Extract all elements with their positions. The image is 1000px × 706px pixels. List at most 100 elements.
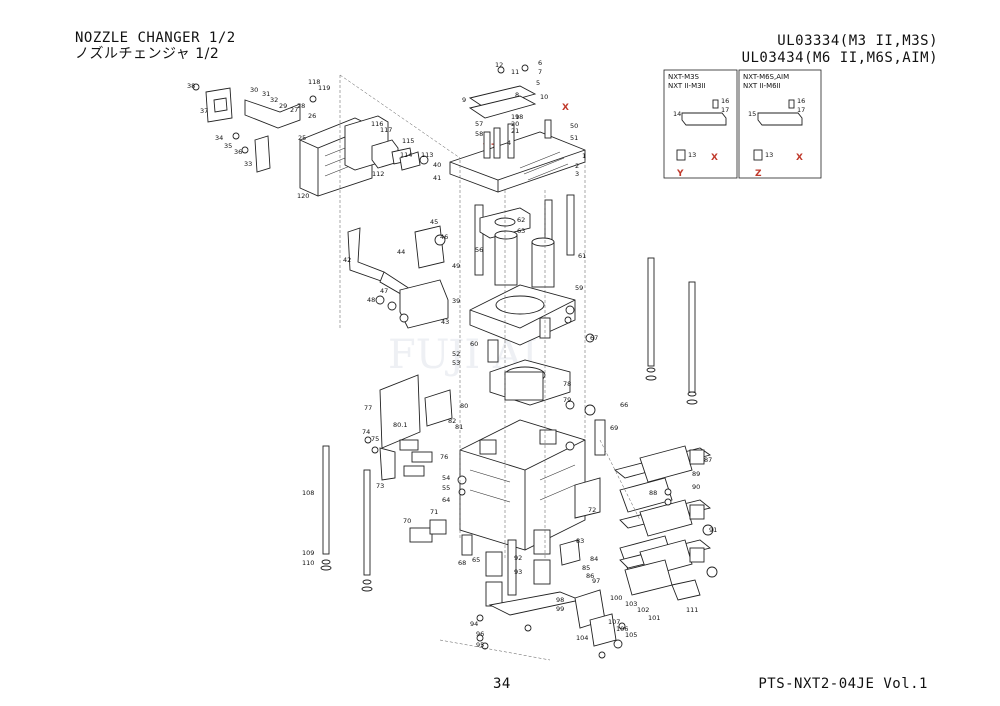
part-label-1: 1 (582, 152, 586, 160)
part-label-51: 51 (570, 134, 578, 142)
part-label-73: 73 (376, 482, 384, 490)
part-label-107: 107 (608, 618, 620, 626)
part-label-81: 81 (455, 423, 463, 431)
inset-label-16a: 16 (721, 97, 729, 105)
variant-inset: NXT-M3S NXT II-M3II NXT-M6S,AIM NXT II-M… (663, 69, 822, 179)
part-label-3: 3 (575, 170, 579, 178)
part-label-93: 93 (514, 568, 522, 576)
part-label-76: 76 (440, 453, 448, 461)
part-label-80-1: 80.1 (393, 421, 407, 429)
part-label-74: 74 (362, 428, 370, 436)
part-label-40: 40 (433, 161, 441, 169)
part-label-82: 82 (448, 417, 456, 425)
part-label-44: 44 (397, 248, 405, 256)
part-label-32: 32 (270, 96, 278, 104)
part-label-63: 63 (517, 227, 525, 235)
part-label-98: 98 (556, 596, 564, 604)
part-label-48: 48 (367, 296, 375, 304)
part-label-60: 60 (470, 340, 478, 348)
part-label-106: 106 (616, 625, 628, 633)
part-label-79: 79 (563, 396, 571, 404)
page-title-japanese: ノズルチェンジャ 1/2 (75, 46, 220, 62)
part-label-78: 78 (563, 380, 571, 388)
part-label-30: 30 (250, 86, 258, 94)
part-label-43: 43 (441, 318, 449, 326)
part-label-80: 80 (460, 402, 468, 410)
shaft-column (469, 194, 596, 416)
marker-x: X (562, 103, 569, 113)
part-label-65: 65 (472, 556, 480, 564)
part-label-120: 120 (297, 192, 309, 200)
part-label-72: 72 (588, 506, 596, 514)
part-label-118: 118 (308, 78, 320, 86)
part-label-5: 5 (536, 79, 540, 87)
inset-m3-model: NXT-M3S (668, 73, 700, 81)
part-label-96: 96 (476, 630, 484, 638)
part-label-27: 27 (290, 106, 298, 114)
part-label-62: 62 (517, 216, 525, 224)
part-label-97: 97 (592, 577, 600, 585)
part-label-28: 28 (297, 102, 305, 110)
part-label-56: 56 (475, 246, 483, 254)
inset-mark-x2: X (796, 153, 803, 163)
part-label-119: 119 (318, 84, 330, 92)
part-label-71: 71 (430, 508, 438, 516)
part-label-58: 58 (475, 130, 483, 138)
part-label-47: 47 (380, 287, 388, 295)
part-label-115: 115 (402, 137, 414, 145)
part-label-85: 85 (582, 564, 590, 572)
part-label-117: 117 (380, 126, 392, 134)
valve-bank (614, 445, 718, 601)
main-body (457, 419, 606, 551)
part-label-87: 87 (704, 456, 712, 464)
inset-label-13a: 13 (688, 151, 696, 159)
inset-label-17b: 17 (797, 106, 805, 114)
part-label-113: 113 (421, 151, 433, 159)
part-label-67: 67 (590, 334, 598, 342)
part-label-25: 25 (298, 134, 306, 142)
part-label-75: 75 (371, 435, 379, 443)
assembly-lines (339, 74, 641, 661)
lower-cylinders (409, 519, 582, 650)
part-label-42: 42 (343, 256, 351, 264)
top-left-subassembly (192, 83, 429, 197)
part-label-6: 6 (538, 59, 542, 67)
part-label-111: 111 (686, 606, 698, 614)
part-label-38: 38 (187, 82, 195, 90)
part-label-54: 54 (442, 474, 450, 482)
part-label-46: 46 (440, 233, 448, 241)
part-label-110: 110 (302, 559, 314, 567)
part-label-91: 91 (709, 526, 717, 534)
part-label-10: 10 (540, 93, 548, 101)
part-label-61: 61 (578, 252, 586, 260)
part-label-29: 29 (279, 102, 287, 110)
part-label-39: 39 (452, 297, 460, 305)
part-label-21: 21 (511, 127, 519, 135)
part-label-37: 37 (200, 107, 208, 115)
part-label-55: 55 (442, 484, 450, 492)
part-label-34: 34 (215, 134, 223, 142)
part-label-18: 18 (515, 113, 523, 121)
part-label-84: 84 (590, 555, 598, 563)
part-label-12: 12 (495, 61, 503, 69)
part-label-9: 9 (462, 96, 466, 104)
part-label-45: 45 (430, 218, 438, 226)
part-label-20: 20 (511, 120, 519, 128)
part-label-103: 103 (625, 600, 637, 608)
part-label-31: 31 (262, 90, 270, 98)
inset-m6-model2: NXT II-M6II (743, 82, 781, 90)
document-reference: PTS-NXT2-04JE Vol.1 (758, 676, 928, 692)
part-label-69: 69 (610, 424, 618, 432)
part-label-4: 4 (507, 139, 511, 147)
part-label-70: 70 (403, 517, 411, 525)
inset-mark-x1: X (711, 153, 718, 163)
page-number: 34 (493, 676, 511, 692)
part-label-68: 68 (458, 559, 466, 567)
inset-label-17a: 17 (721, 106, 729, 114)
inset-label-15: 15 (748, 110, 756, 118)
part-label-66: 66 (620, 401, 628, 409)
part-label-95: 95 (476, 641, 484, 649)
part-label-114: 114 (400, 151, 412, 159)
part-label-19: 19 (511, 113, 519, 121)
